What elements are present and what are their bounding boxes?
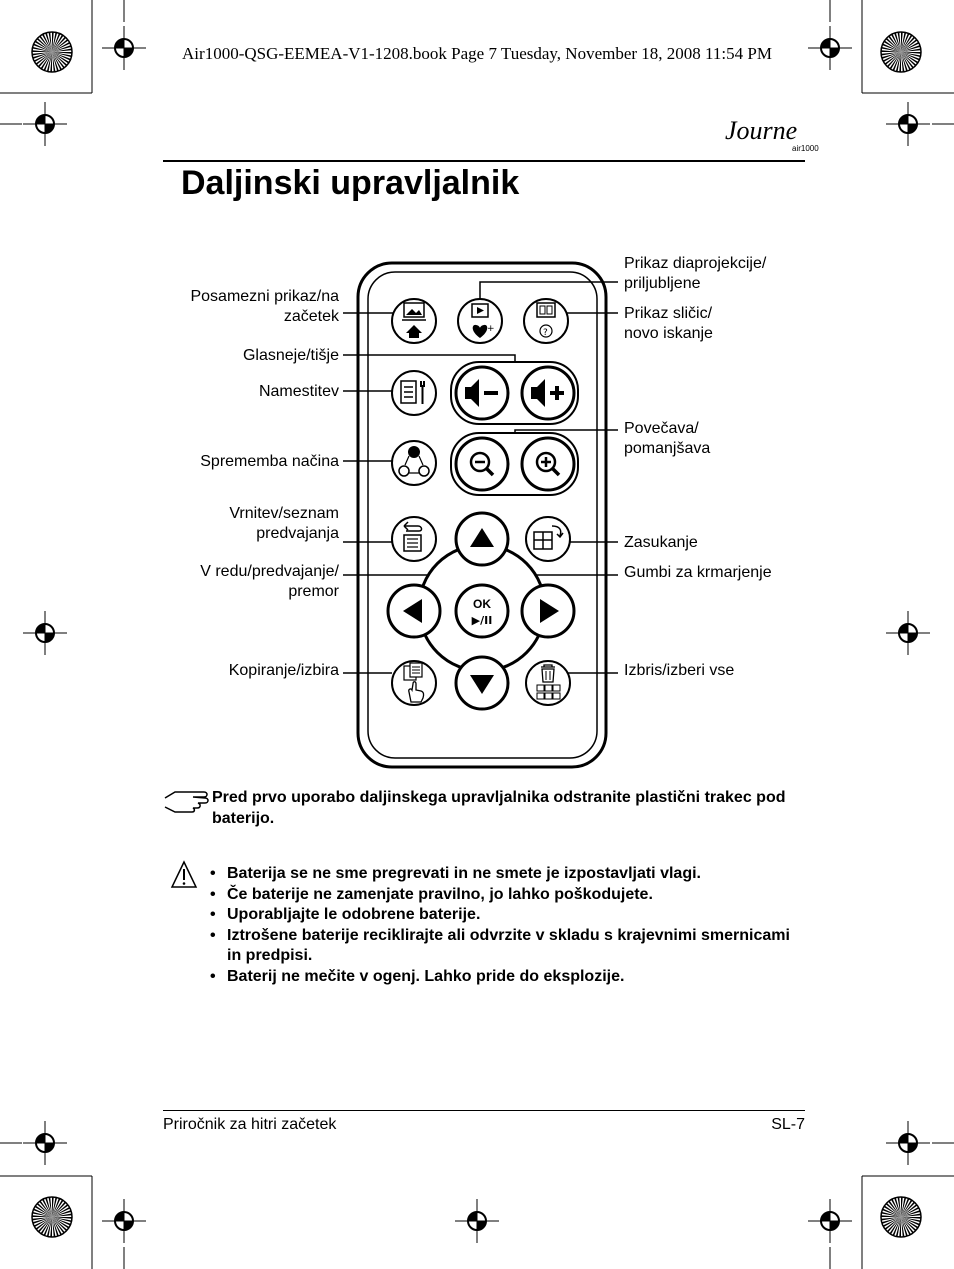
warning-item: Baterij ne mečite v ogenj. Lahko pride d… [210, 967, 790, 988]
battery-warnings-list: Baterija se ne sme pregrevati in ne smet… [210, 864, 790, 988]
journe-logo: Journe [725, 116, 798, 145]
registration-target [23, 102, 67, 146]
label-zoom: Povečava/pomanjšava [624, 420, 711, 457]
slideshow-favorite-button[interactable]: + [457, 298, 503, 344]
registration-target [886, 611, 930, 655]
registration-target [808, 1199, 852, 1243]
ok-play-pause-button[interactable]: OK ▶/II [454, 583, 510, 639]
copy-select-button[interactable] [391, 660, 437, 706]
label-settings: Namestitev [258, 383, 339, 400]
title-rule [163, 160, 805, 162]
note-hand-icon [164, 791, 209, 813]
zoom-in-button[interactable] [520, 436, 576, 492]
footer-rule [163, 1110, 805, 1111]
label-mode-change: Sprememba načina [200, 453, 339, 470]
rotate-button[interactable] [525, 516, 571, 562]
label-ok-play-pause: V redu/predvajanje/premor [200, 563, 339, 600]
air1000-logo: air1000 [792, 144, 819, 153]
single-view-home-button[interactable] [391, 298, 437, 344]
registration-target [886, 1121, 930, 1165]
label-volume: Glasneje/tišje [242, 347, 339, 364]
back-playlist-button[interactable] [391, 516, 437, 562]
right-button[interactable] [520, 583, 576, 639]
label-navigation: Gumbi za krmarjenje [624, 564, 772, 581]
warning-triangle-icon [170, 860, 198, 888]
registration-target [102, 1199, 146, 1243]
warning-item: Če baterije ne zamenjate pravilno, jo la… [210, 885, 790, 906]
volume-down-button[interactable] [454, 365, 510, 421]
svg-text:?: ? [543, 328, 548, 338]
registration-target [23, 611, 67, 655]
footer-page-number: SL-7 [771, 1116, 805, 1133]
remote-body-inner [367, 271, 598, 759]
color-bar-target [31, 31, 73, 73]
play-pause-icon: ▶/II [472, 614, 493, 627]
warning-item: Baterija se ne sme pregrevati in ne smet… [210, 864, 790, 885]
color-bar-target [31, 1196, 73, 1238]
warning-item: Uporabljajte le odobrene baterije. [210, 905, 790, 926]
label-slideshow: Prikaz diaprojekcije/priljubljene [624, 255, 767, 292]
label-thumbnail: Prikaz sličic/novo iskanje [624, 305, 713, 342]
down-button[interactable] [454, 655, 510, 711]
zoom-out-button[interactable] [454, 436, 510, 492]
volume-up-button[interactable] [520, 365, 576, 421]
registration-target [886, 102, 930, 146]
registration-target [102, 26, 146, 70]
label-rotate: Zasukanje [624, 534, 698, 551]
battery-strip-note: Pred prvo uporabo daljinskega upravljaln… [212, 789, 786, 827]
up-button[interactable] [454, 511, 510, 567]
footer-manual-name: Priročnik za hitri začetek [163, 1116, 337, 1133]
left-button[interactable] [386, 583, 442, 639]
settings-button[interactable] [391, 370, 437, 416]
registration-target [455, 1199, 499, 1243]
ok-text: OK [473, 597, 491, 611]
warning-item: Iztrošene baterije reciklirajte ali odvr… [210, 926, 790, 967]
thumbnail-search-button[interactable]: ? [523, 298, 569, 344]
color-bar-target [880, 1196, 922, 1238]
mode-change-button[interactable] [391, 440, 437, 486]
book-header-line: Air1000-QSG-EEMEA-V1-1208.book Page 7 Tu… [182, 44, 772, 63]
label-delete-select-all: Izbris/izberi vse [624, 662, 735, 679]
delete-select-all-button[interactable] [525, 660, 571, 706]
svg-text:+: + [487, 324, 495, 334]
registration-target [808, 26, 852, 70]
label-copy-select: Kopiranje/izbira [228, 662, 339, 679]
registration-target [23, 1121, 67, 1165]
color-bar-target [880, 31, 922, 73]
page-title: Daljinski upravljalnik [181, 164, 520, 202]
